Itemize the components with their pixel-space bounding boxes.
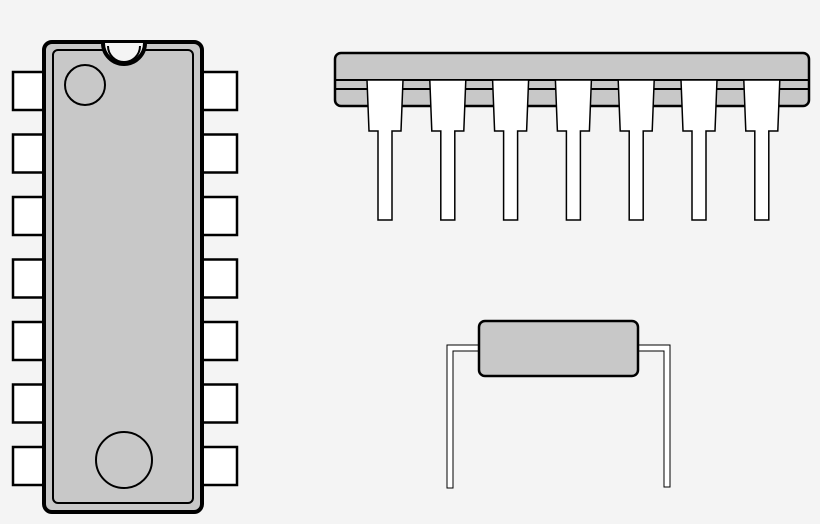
dip-pin-left	[11, 258, 49, 299]
dip-right-pins	[198, 70, 239, 487]
dip-top-view	[11, 40, 239, 514]
dip-pin-left	[11, 70, 49, 112]
dip-pin-right	[198, 445, 239, 487]
side-lead	[680, 79, 718, 221]
dip-pin-right	[198, 320, 239, 362]
dip-left-pins	[11, 70, 49, 487]
dip-pin-right	[198, 258, 239, 299]
axial-component	[446, 319, 671, 489]
dip-pin-right	[198, 195, 239, 237]
pin1-marker-circle	[64, 64, 106, 106]
side-lead	[554, 79, 593, 221]
dip-pin-right	[198, 70, 239, 112]
dip-pin-left	[11, 445, 49, 487]
axial-lead-left	[446, 344, 480, 489]
dip-notch-inner	[107, 45, 141, 63]
side-lead	[491, 79, 530, 221]
dip-pin-right	[198, 383, 239, 424]
side-lead	[366, 79, 404, 221]
side-lead	[429, 79, 467, 221]
dip-pin-left	[11, 195, 49, 237]
dip-pin-left	[11, 133, 49, 174]
side-lead	[743, 79, 781, 221]
side-leads	[366, 79, 781, 221]
dip-orientation-notch	[101, 42, 147, 66]
dip-pin-right	[198, 133, 239, 174]
axial-lead-right	[638, 344, 671, 488]
dip-pin-left	[11, 383, 49, 424]
ejector-pin-circle	[95, 431, 153, 489]
side-lead	[617, 79, 655, 221]
axial-body	[477, 319, 640, 378]
dip-pin-left	[11, 320, 49, 362]
dip-side-view	[333, 51, 811, 221]
